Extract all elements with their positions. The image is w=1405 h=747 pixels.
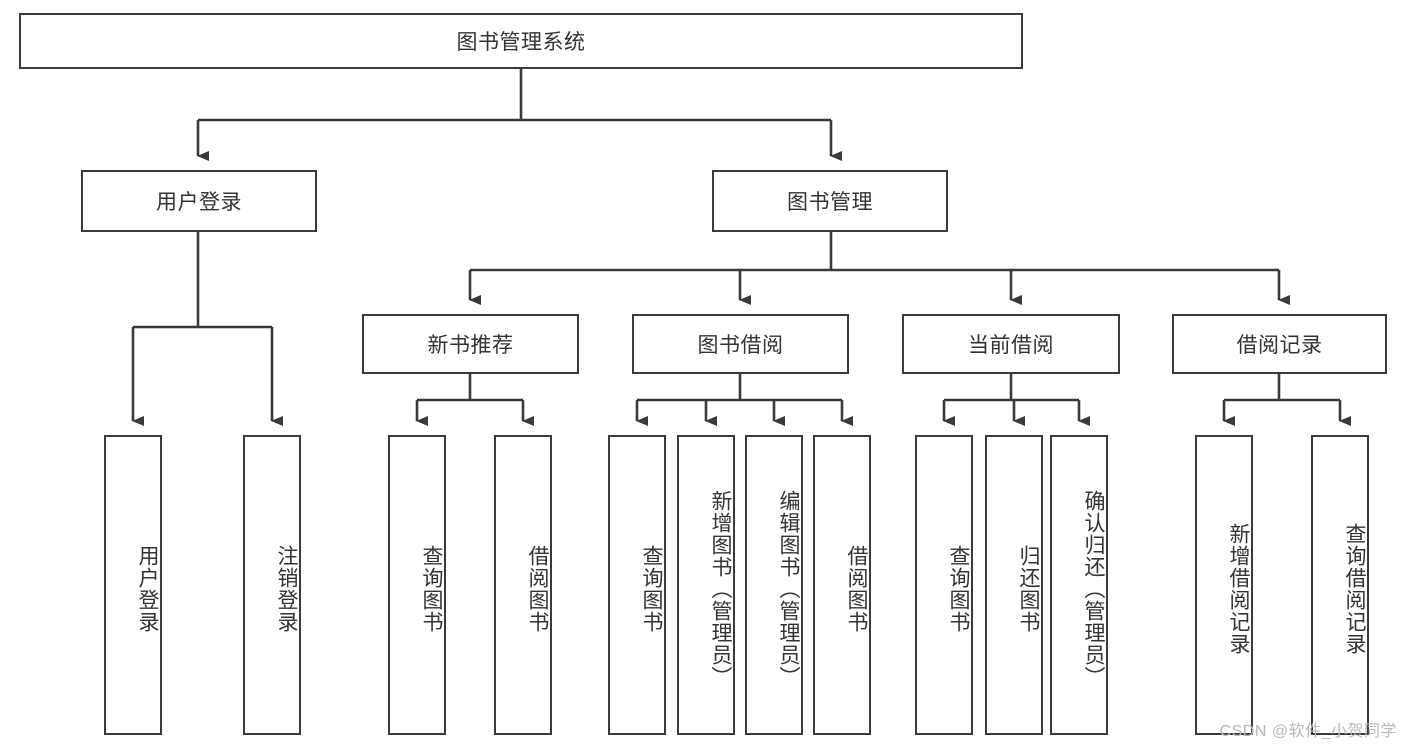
leaf-current-borrow-return[interactable]: 归还图书 [985, 435, 1043, 735]
leaf-label: 借阅图书 [845, 545, 868, 633]
leaf-book-borrow-add[interactable]: 新增图书（管理员） [677, 435, 735, 735]
leaf-borrow-record-query[interactable]: 查询借阅记录 [1311, 435, 1369, 735]
node-new-book-recommend[interactable]: 新书推荐 [362, 314, 579, 374]
leaf-label: 新增借阅记录 [1227, 523, 1250, 655]
leaf-label: 查询图书 [640, 545, 663, 633]
leaf-label: 查询图书 [420, 545, 443, 633]
leaf-user-login-logout[interactable]: 注销登录 [243, 435, 301, 735]
leaf-label: 归还图书 [1017, 545, 1040, 633]
leaf-new-book-borrow[interactable]: 借阅图书 [494, 435, 552, 735]
node-book-borrow-label: 图书借阅 [697, 334, 784, 357]
leaf-book-borrow-edit[interactable]: 编辑图书（管理员） [745, 435, 803, 735]
leaf-label: 编辑图书（管理员） [777, 490, 800, 688]
leaf-label: 确认归还（管理员） [1082, 490, 1105, 688]
leaf-label: 查询图书 [947, 545, 970, 633]
leaf-user-login-login[interactable]: 用户登录 [104, 435, 162, 735]
node-book-management[interactable]: 图书管理 [712, 170, 948, 232]
node-root-label: 图书管理系统 [456, 31, 586, 54]
leaf-current-borrow-confirm-return[interactable]: 确认归还（管理员） [1050, 435, 1108, 735]
node-book-management-label: 图书管理 [787, 191, 873, 214]
node-borrow-record[interactable]: 借阅记录 [1172, 314, 1387, 374]
node-borrow-record-label: 借阅记录 [1236, 334, 1323, 357]
node-user-login-label: 用户登录 [156, 191, 242, 214]
node-current-borrow-label: 当前借阅 [968, 334, 1054, 357]
leaf-current-borrow-query[interactable]: 查询图书 [915, 435, 973, 735]
node-root[interactable]: 图书管理系统 [19, 13, 1023, 69]
node-new-book-recommend-label: 新书推荐 [427, 334, 514, 357]
leaf-label: 借阅图书 [526, 545, 549, 633]
leaf-book-borrow-query[interactable]: 查询图书 [608, 435, 666, 735]
leaf-book-borrow-borrow[interactable]: 借阅图书 [813, 435, 871, 735]
leaf-borrow-record-add[interactable]: 新增借阅记录 [1195, 435, 1253, 735]
leaf-label: 用户登录 [136, 545, 159, 633]
leaf-label: 新增图书（管理员） [709, 490, 732, 688]
leaf-label: 查询借阅记录 [1343, 523, 1366, 655]
leaf-label: 注销登录 [275, 545, 298, 633]
node-user-login[interactable]: 用户登录 [81, 170, 317, 232]
leaf-new-book-query[interactable]: 查询图书 [388, 435, 446, 735]
node-current-borrow[interactable]: 当前借阅 [902, 314, 1120, 374]
node-book-borrow[interactable]: 图书借阅 [632, 314, 849, 374]
